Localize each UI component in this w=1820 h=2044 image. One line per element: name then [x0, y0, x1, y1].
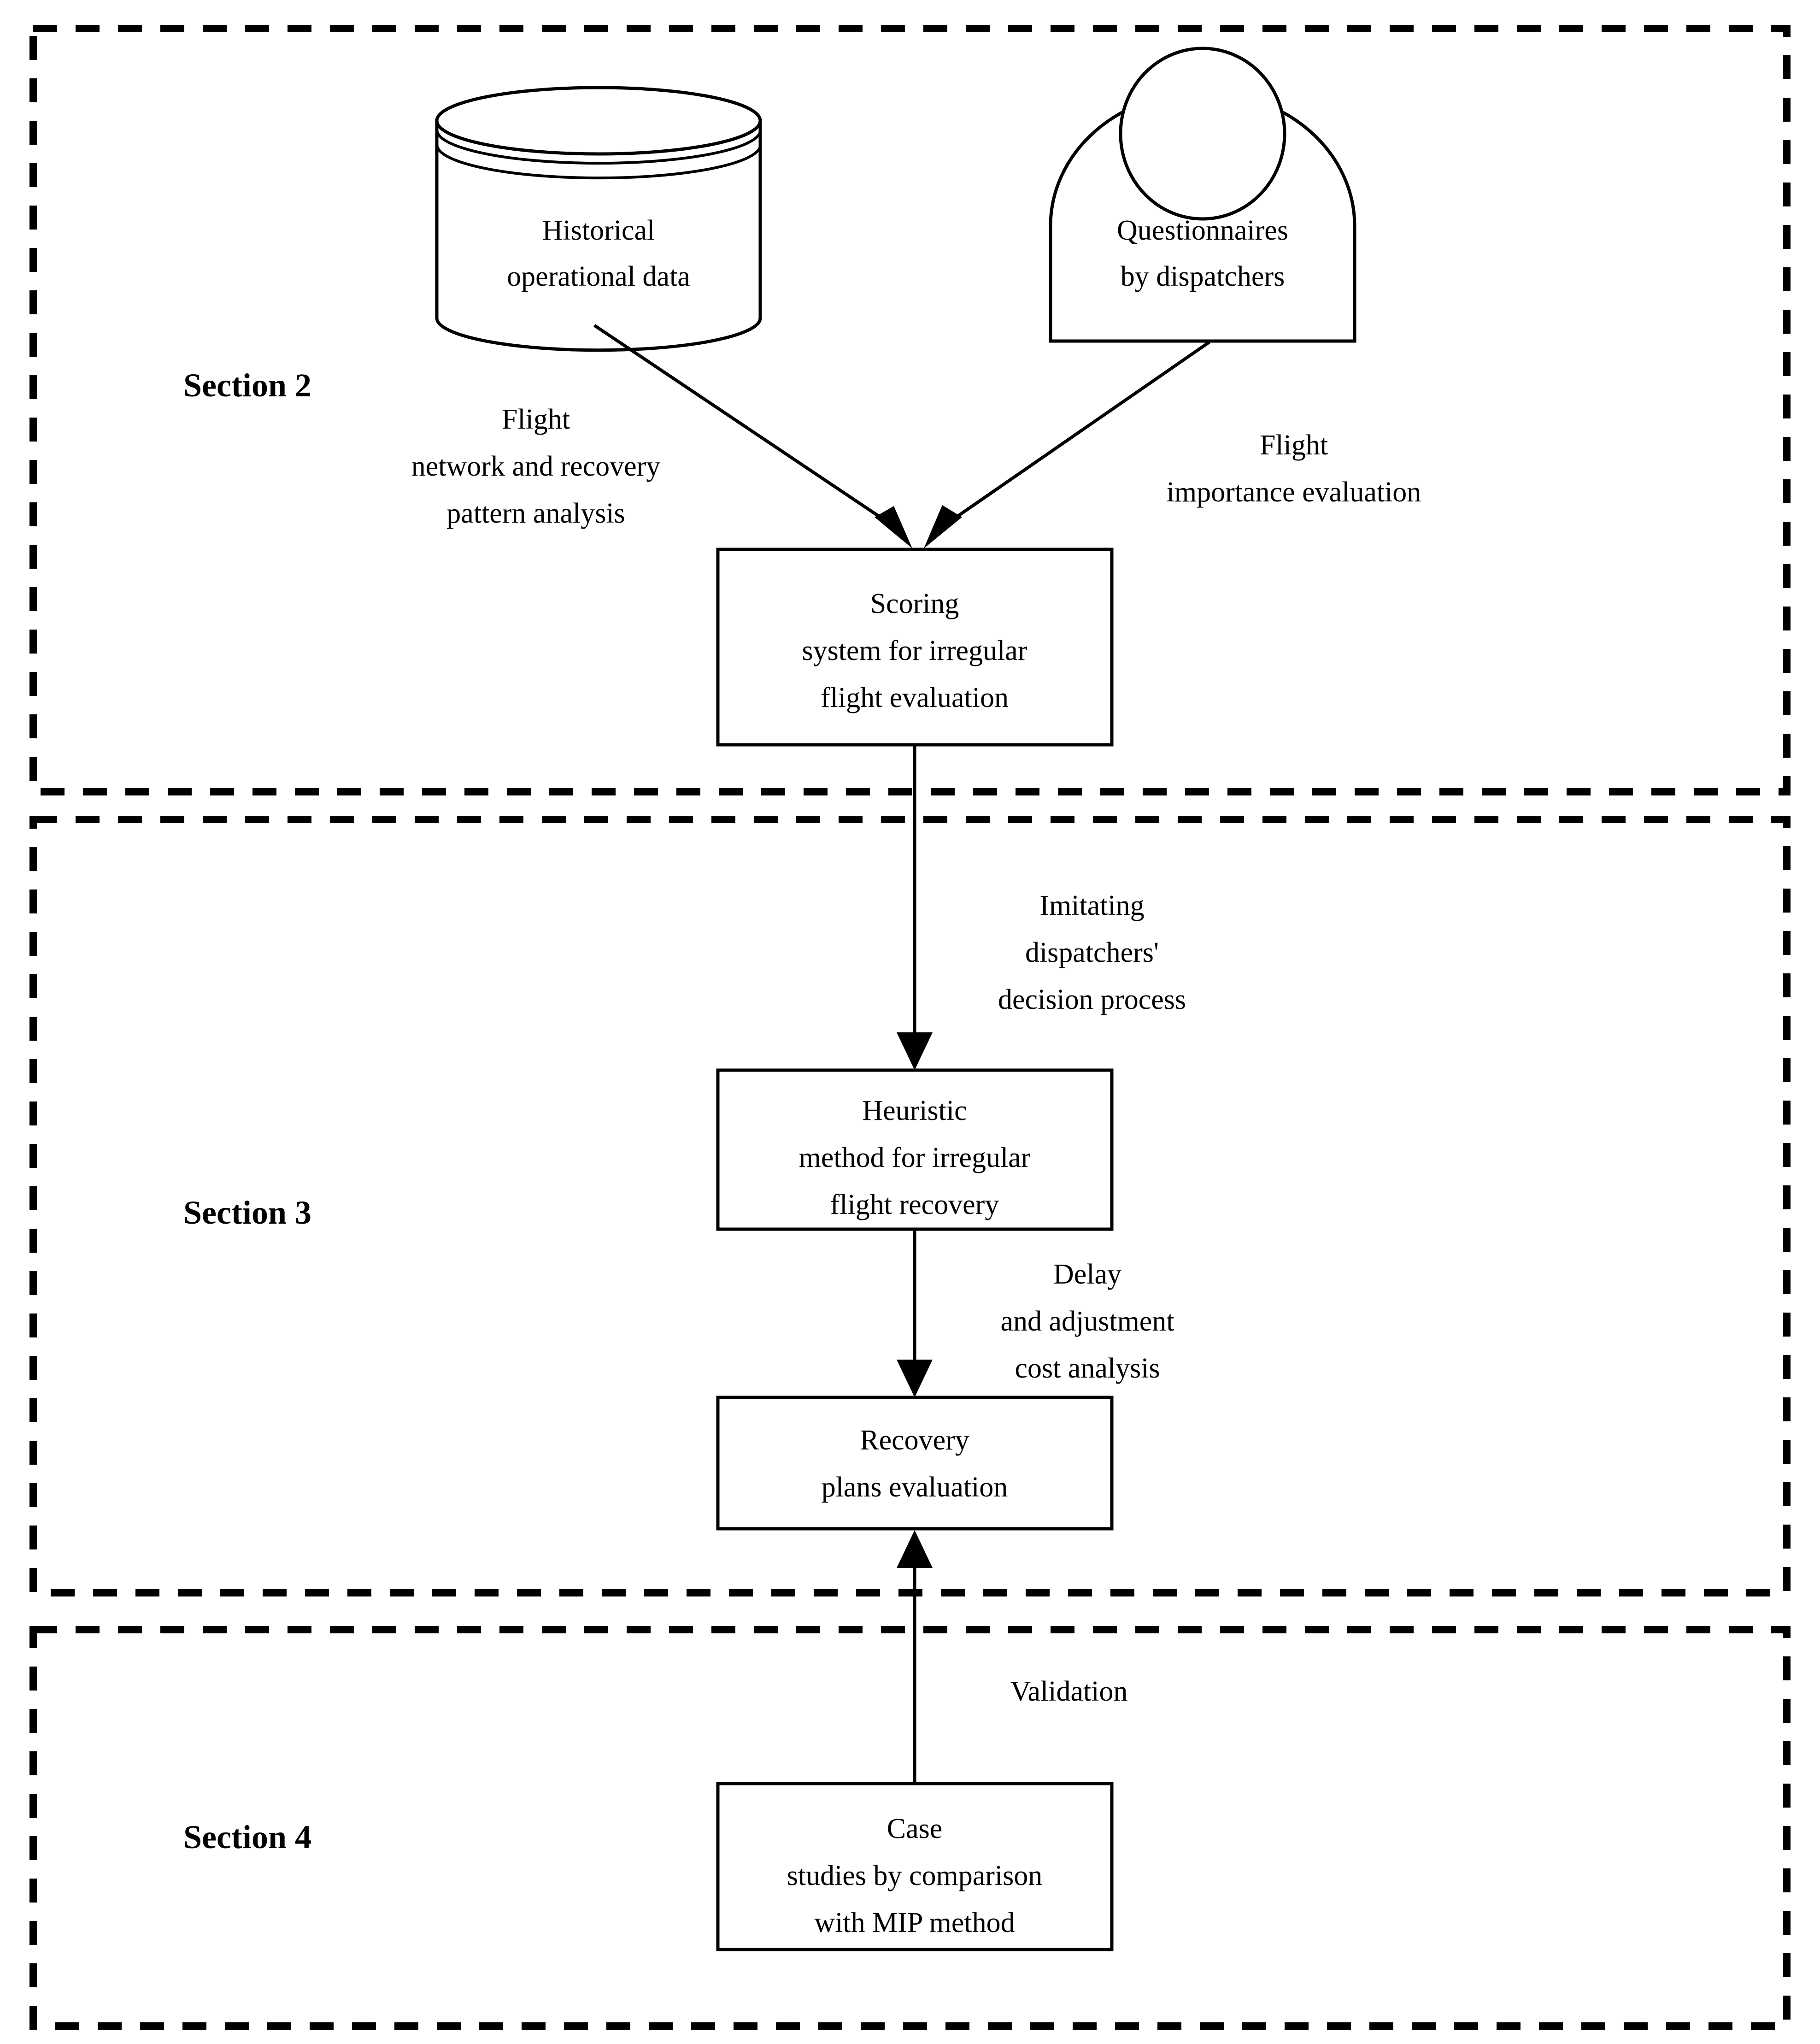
- historical-data-line-2: operational data: [507, 261, 690, 292]
- edge-3-arrowhead: [897, 1032, 933, 1070]
- case-studies-line-3: with MIP method: [814, 1907, 1015, 1938]
- section-4-label: Section 4: [183, 1819, 311, 1856]
- edge-2-line-1: Flight: [1260, 430, 1328, 461]
- edge-questionnaires-to-scoring: Flight importance evaluation: [924, 341, 1421, 548]
- scoring-system-line-3: flight evaluation: [821, 682, 1009, 713]
- edge-4-line-2: and adjustment: [1000, 1306, 1174, 1337]
- heuristic-method-line-1: Heuristic: [862, 1095, 967, 1126]
- section-3-frame: [29, 816, 1791, 1596]
- cylinder-top: [435, 86, 762, 156]
- scoring-system-box: [716, 548, 1114, 747]
- cylinder-body: [435, 119, 762, 352]
- edge-heuristic-to-recovery: Delay and adjustment cost analysis: [897, 1229, 1174, 1397]
- scoring-system-line-2: system for irregular: [802, 635, 1027, 666]
- heuristic-method-line-2: method for irregular: [799, 1142, 1031, 1173]
- heuristic-method-node[interactable]: Heuristic method for irregular flight re…: [716, 1068, 1114, 1231]
- edge-1-line-1: Flight: [502, 404, 570, 435]
- edge-2-arrowhead: [924, 505, 962, 548]
- scoring-system-node[interactable]: Scoring system for irregular flight eval…: [716, 548, 1114, 747]
- edge-2-line-2: importance evaluation: [1167, 477, 1421, 508]
- edge-3-line-3: decision process: [998, 984, 1186, 1015]
- edge-historical-to-scoring: Flight network and recovery pattern anal…: [411, 324, 912, 548]
- section-2-frame: [29, 25, 1791, 795]
- edge-1-line-3: pattern analysis: [446, 498, 625, 529]
- case-studies-line-1: Case: [887, 1813, 943, 1844]
- cylinder-ring-2: [436, 146, 762, 180]
- scoring-system-line-1: Scoring: [870, 588, 959, 619]
- edge-3-line-1: Imitating: [1039, 890, 1144, 921]
- recovery-plans-node[interactable]: Recovery plans evaluation: [716, 1396, 1114, 1531]
- actor-head: [1119, 47, 1286, 221]
- section-3-label: Section 3: [183, 1194, 311, 1231]
- recovery-plans-line-2: plans evaluation: [822, 1472, 1008, 1503]
- edge-5-line-1: Validation: [1010, 1676, 1128, 1707]
- section-4-frame: [29, 1626, 1791, 2030]
- edge-1-arrowhead: [875, 506, 912, 548]
- recovery-plans-line-1: Recovery: [860, 1425, 969, 1456]
- historical-data-node[interactable]: Historical operational data: [435, 86, 762, 352]
- edge-4-line-1: Delay: [1053, 1259, 1121, 1290]
- edge-scoring-to-heuristic: Imitating dispatchers' decision process: [897, 745, 1186, 1070]
- questionnaires-node[interactable]: Questionnaires by dispatchers: [1049, 47, 1356, 343]
- case-studies-line-2: studies by comparison: [787, 1860, 1043, 1891]
- edge-case-to-recovery: Validation: [897, 1530, 1127, 1784]
- edge-5-arrowhead: [897, 1530, 933, 1568]
- cylinder-ring-1: [436, 131, 762, 165]
- edge-4-arrowhead: [897, 1360, 933, 1397]
- case-studies-box: [716, 1782, 1114, 1951]
- edge-1-line-2: network and recovery: [411, 451, 661, 482]
- heuristic-method-line-3: flight recovery: [830, 1189, 999, 1220]
- edge-3-line-2: dispatchers': [1025, 937, 1159, 968]
- historical-data-line-1: Historical: [542, 215, 655, 246]
- case-studies-node[interactable]: Case studies by comparison with MIP meth…: [716, 1782, 1114, 1951]
- questionnaires-line-1: Questionnaires: [1117, 215, 1288, 246]
- edge-2-line: [937, 341, 1210, 531]
- recovery-plans-box: [716, 1396, 1114, 1531]
- edge-1-line: [593, 324, 900, 531]
- section-2-label: Section 2: [183, 367, 311, 404]
- questionnaires-line-2: by dispatchers: [1121, 261, 1285, 292]
- edge-4-line-3: cost analysis: [1015, 1353, 1160, 1384]
